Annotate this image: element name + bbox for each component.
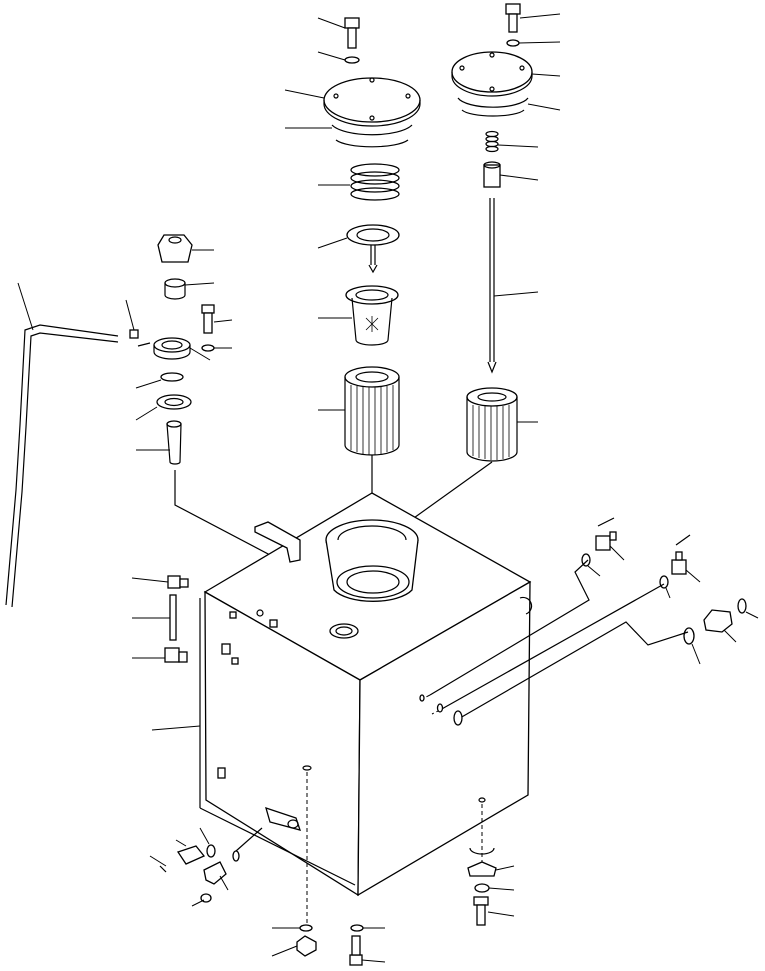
filler-bolt <box>201 304 233 334</box>
drain-elbow <box>191 861 229 907</box>
rod <box>487 198 539 374</box>
elbow-upper-left <box>131 575 189 589</box>
spring <box>318 163 400 201</box>
o-ring-right <box>581 553 759 665</box>
filler-washer <box>201 344 232 352</box>
drain-plug <box>271 765 317 957</box>
nut <box>483 161 539 188</box>
breather-cap <box>157 234 214 263</box>
bottom-washer-right <box>469 847 515 893</box>
filler-body <box>137 337 211 361</box>
drain-fitting <box>149 827 263 873</box>
filler-gasket <box>135 394 192 421</box>
valve-assembly <box>317 224 400 274</box>
cover-gasket-right <box>457 97 561 117</box>
cap-bolt-right <box>505 3 561 33</box>
cap-bolt-left <box>317 17 360 49</box>
drain-washer <box>272 924 313 932</box>
bottom-bolt-right <box>467 797 515 926</box>
elbow-right-1 <box>595 517 625 561</box>
cover-gasket-left <box>285 124 413 148</box>
strainer <box>318 285 399 346</box>
bottom-washer-left <box>350 924 385 932</box>
cap-washer-left <box>317 51 360 64</box>
hose <box>5 282 119 608</box>
filler-pipe <box>136 420 182 465</box>
small-spring <box>485 130 539 153</box>
cover-plate-right <box>451 51 561 97</box>
breather-adapter <box>164 278 215 300</box>
cap-washer-right <box>506 39 561 47</box>
filter-element-main <box>318 366 400 456</box>
o-ring <box>135 372 184 389</box>
clamp <box>125 299 139 339</box>
filter-element-right <box>466 387 538 462</box>
elbow-lower-left <box>132 647 188 663</box>
elbow-right-2 <box>671 534 701 583</box>
connector-right <box>703 609 737 643</box>
bottom-bolt-left <box>349 935 386 966</box>
tube <box>132 594 177 641</box>
cover-plate-left <box>284 77 421 127</box>
